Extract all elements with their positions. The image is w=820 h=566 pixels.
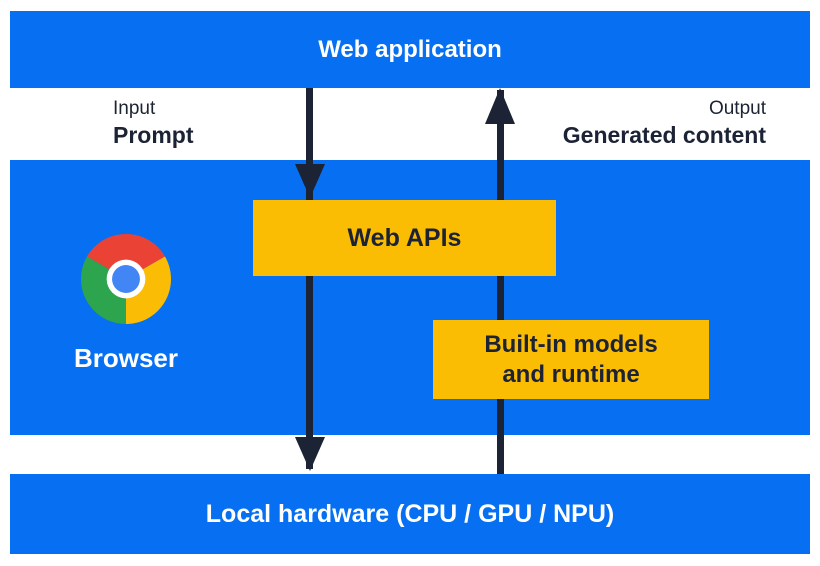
web-apis-label: Web APIs [347, 223, 462, 252]
local-hardware-label: Local hardware (CPU / GPU / NPU) [205, 499, 615, 528]
chrome-icon-red-segment [87, 234, 165, 279]
down-arrowhead-into-web-apis [295, 164, 325, 198]
generated-up-arrow-line [497, 90, 504, 474]
down-arrowhead-into-hardware [295, 437, 325, 471]
web-application-bar: Web application [10, 11, 810, 88]
output-value: Generated content [562, 122, 766, 148]
input-value: Prompt [113, 122, 194, 148]
browser-label: Browser [73, 343, 179, 373]
prompt-down-arrow-line [306, 88, 313, 469]
local-hardware-bar: Local hardware (CPU / GPU / NPU) [10, 474, 810, 554]
input-label-group: Input Prompt [113, 97, 194, 149]
up-arrowhead-into-web-application [485, 88, 515, 124]
output-title: Output [708, 98, 766, 119]
output-label-group: Output Generated content [563, 97, 766, 149]
builtin-models-label-line2: and runtime [502, 360, 640, 388]
chrome-icon [81, 234, 171, 324]
web-apis-box: Web APIs [253, 200, 556, 276]
builtin-models-box: Built-in models and runtime [433, 320, 709, 399]
input-title: Input [113, 98, 156, 119]
chrome-icon-blue-center [112, 265, 140, 293]
web-application-label: Web application [318, 35, 502, 63]
builtin-models-label-line1: Built-in models [484, 330, 658, 358]
